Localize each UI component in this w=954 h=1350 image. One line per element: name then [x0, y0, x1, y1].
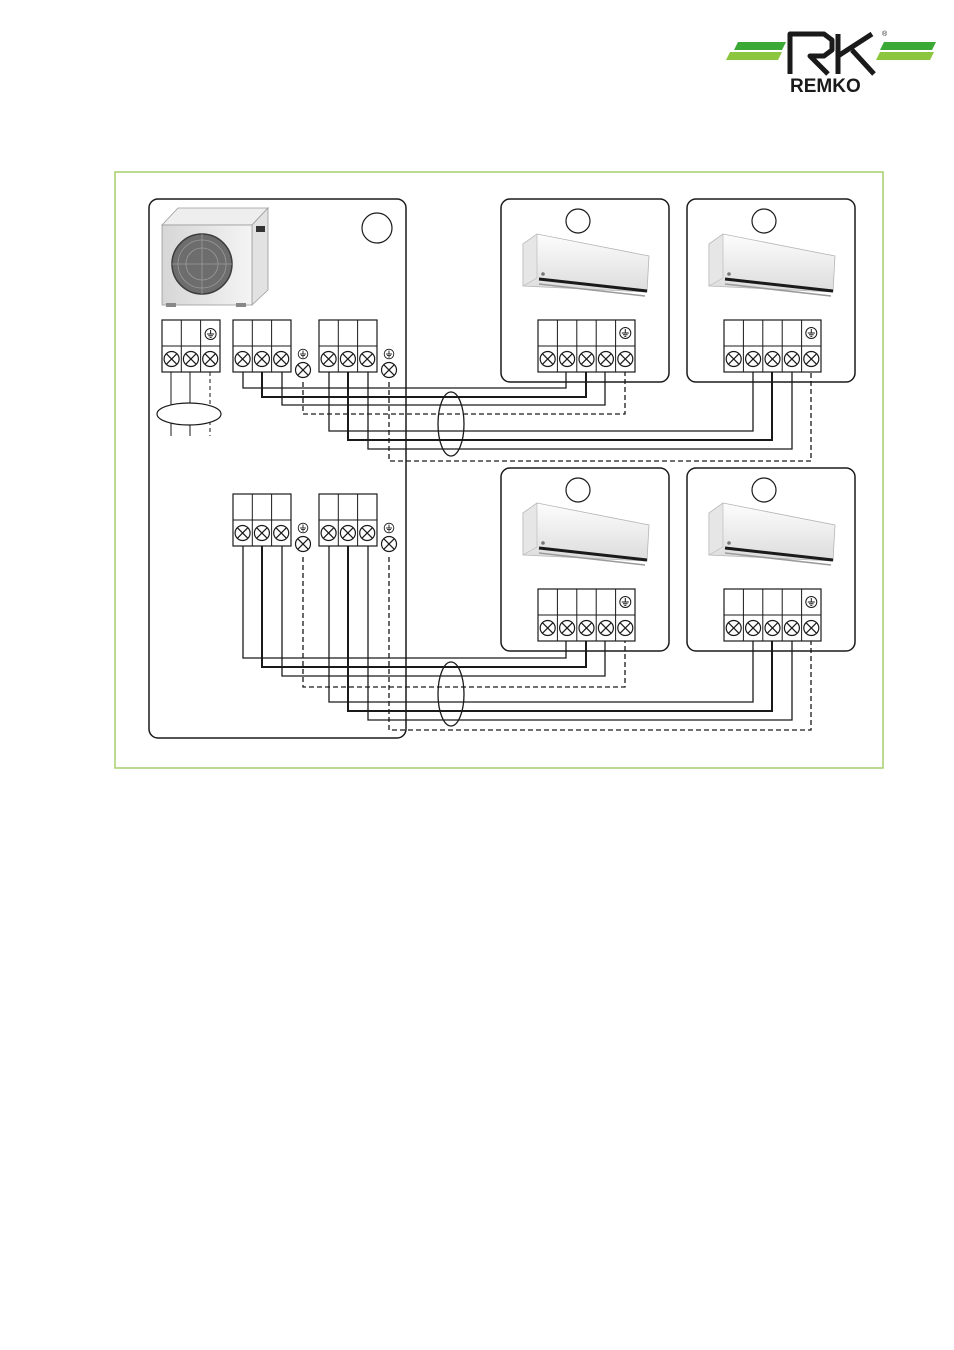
terminal-screw-icon	[234, 524, 251, 542]
terminal-screw-icon	[744, 350, 762, 368]
terminal-screw-icon	[234, 350, 251, 368]
terminal-screw-icon	[359, 524, 376, 542]
earth-symbol-icon	[619, 327, 632, 339]
indoor-unit-number-circle	[751, 477, 777, 503]
wall-split-unit-icon	[708, 233, 836, 297]
earth-screw-icon	[380, 535, 398, 553]
terminal-screw-icon	[617, 619, 634, 637]
earth-symbol-icon	[619, 596, 632, 608]
terminal-screw-icon	[163, 350, 180, 368]
terminal-screw-icon	[597, 619, 615, 637]
earth-screw-icon	[294, 361, 312, 379]
outdoor-condenser-icon	[161, 206, 269, 307]
power-cable-sheath	[156, 402, 222, 426]
earth-symbol-icon	[805, 596, 818, 608]
indoor-terminal-block	[723, 319, 822, 373]
indoor-unit-3	[500, 467, 670, 652]
remko-logo: REMKO ®	[726, 30, 936, 97]
terminal-screw-icon	[320, 524, 337, 542]
outdoor-terminal-lower-b	[318, 493, 398, 553]
terminal-screw-icon	[783, 350, 801, 368]
indoor-unit-number-circle	[751, 208, 777, 234]
outdoor-unit-box	[148, 198, 407, 739]
terminal-screw-icon	[803, 350, 820, 368]
logo-green-band-right	[880, 42, 936, 50]
logo-registered-mark: ®	[882, 30, 888, 38]
earth-symbol-icon	[383, 348, 395, 360]
outdoor-terminal-upper-a	[232, 319, 312, 379]
earth-screw-icon	[380, 361, 398, 379]
terminal-screw-icon	[725, 619, 742, 637]
terminal-screw-icon	[182, 350, 199, 368]
indoor-unit-4	[686, 467, 856, 652]
terminal-screw-icon	[783, 619, 801, 637]
outdoor-terminal-upper-b	[318, 319, 398, 379]
terminal-screw-icon	[597, 350, 615, 368]
earth-symbol-icon	[204, 328, 217, 340]
terminal-screw-icon	[539, 350, 556, 368]
terminal-screw-icon	[273, 524, 290, 542]
terminal-screw-icon	[617, 350, 634, 368]
terminal-screw-icon	[764, 619, 781, 637]
indoor-unit-number-circle	[565, 477, 591, 503]
terminal-screw-icon	[539, 619, 556, 637]
cable-bundle-upper	[437, 391, 465, 457]
wall-split-unit-icon	[708, 502, 836, 566]
logo-rk-mark-icon	[787, 31, 876, 76]
wall-split-unit-icon	[522, 502, 650, 566]
terminal-screw-icon	[558, 619, 576, 637]
indoor-terminal-block	[537, 319, 636, 373]
terminal-screw-icon	[339, 350, 356, 368]
earth-symbol-icon	[297, 522, 309, 534]
logo-green-band-left-lower	[726, 52, 782, 60]
terminal-screw-icon	[339, 524, 356, 542]
earth-symbol-icon	[383, 522, 395, 534]
earth-symbol-icon	[805, 327, 818, 339]
indoor-units	[500, 198, 856, 652]
logo-green-band-right-lower	[876, 52, 934, 60]
terminal-screw-icon	[253, 524, 270, 542]
outdoor-power-terminal	[156, 319, 222, 436]
diagram-frame	[114, 171, 884, 769]
terminal-screw-icon	[725, 350, 742, 368]
terminal-screw-icon	[359, 350, 376, 368]
terminal-screw-icon	[744, 619, 762, 637]
earth-screw-icon	[294, 535, 312, 553]
terminal-screw-icon	[803, 619, 820, 637]
cable-bundle-lower	[437, 661, 465, 727]
indoor-unit-2	[686, 198, 856, 383]
terminal-screw-icon	[578, 350, 595, 368]
terminal-screw-icon	[202, 350, 219, 368]
terminal-screw-icon	[253, 350, 270, 368]
logo-wordmark: REMKO	[790, 76, 861, 97]
terminal-screw-icon	[764, 350, 781, 368]
indoor-unit-number-circle	[565, 208, 591, 234]
terminal-screw-icon	[578, 619, 595, 637]
indoor-terminal-block	[537, 588, 636, 642]
logo-green-band-left	[734, 42, 786, 50]
indoor-unit-1	[500, 198, 670, 383]
wall-split-unit-icon	[522, 233, 650, 297]
terminal-screw-icon	[273, 350, 290, 368]
indoor-terminal-block	[723, 588, 822, 642]
outdoor-unit-number-circle	[361, 212, 393, 244]
terminal-screw-icon	[558, 350, 576, 368]
earth-symbol-icon	[297, 348, 309, 360]
terminal-screw-icon	[320, 350, 337, 368]
outdoor-terminal-lower-a	[232, 493, 312, 553]
